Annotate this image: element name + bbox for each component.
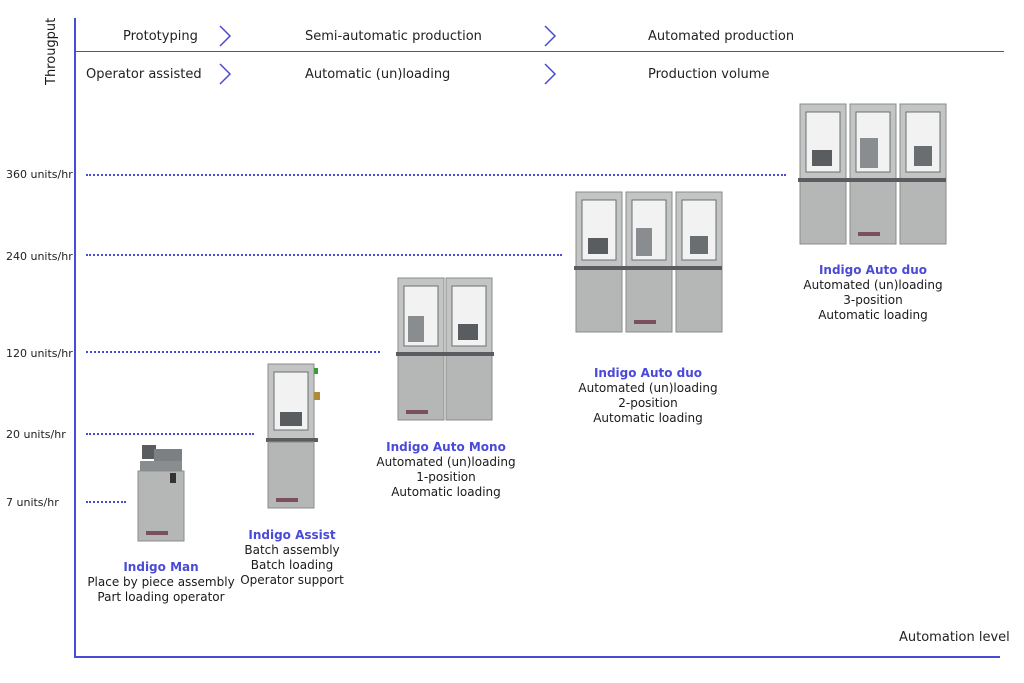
chevron-right-icon: [544, 25, 557, 47]
indigo-auto-duo-2pos-machine-image: [574, 191, 723, 333]
guide-line-7: [86, 501, 126, 503]
guide-line-360: [86, 174, 786, 176]
product-title: Indigo Man: [123, 560, 199, 574]
product-line: Automated (un)loading: [578, 381, 718, 395]
product-line: Place by piece assembly: [87, 575, 235, 589]
stage-automated: Automated production: [648, 29, 795, 44]
chevron-right-icon: [219, 63, 232, 85]
indigo-man-machine-image: [137, 445, 185, 542]
product-line: 1-position: [416, 470, 476, 484]
caption-indigo-assist: Indigo Assist Batch assembly Batch loadi…: [240, 528, 344, 588]
product-line: Batch loading: [250, 558, 334, 572]
tick-360: 360 units/hr: [6, 168, 73, 181]
chevron-right-icon: [219, 25, 232, 47]
guide-line-20: [86, 433, 254, 435]
stage-prototyping: Prototyping: [123, 29, 198, 44]
indigo-assist-machine-image: [266, 363, 320, 509]
mode-automatic-unloading: Automatic (un)loading: [305, 67, 451, 82]
y-axis-title: Througput: [44, 17, 59, 85]
product-line: Batch assembly: [244, 543, 340, 557]
x-axis-title: Automation level: [899, 630, 1010, 645]
mode-production-volume: Production volume: [648, 67, 770, 82]
product-title: Indigo Auto duo: [593, 366, 703, 380]
indigo-auto-mono-machine-image: [396, 277, 494, 421]
product-line: Part loading operator: [97, 590, 225, 604]
guide-line-120: [86, 351, 380, 353]
product-title: Indigo Auto Mono: [386, 440, 506, 454]
x-axis-line: [74, 656, 1000, 658]
header-divider: [76, 51, 1004, 52]
tick-20: 20 units/hr: [6, 428, 66, 441]
product-title: Indigo Assist: [248, 528, 336, 542]
y-axis-line: [74, 18, 76, 658]
product-line: 3-position: [843, 293, 903, 307]
product-title: Indigo Auto duo: [818, 263, 928, 277]
product-line: Automatic loading: [593, 411, 703, 425]
caption-indigo-man: Indigo Man Place by piece assembly Part …: [87, 560, 234, 605]
product-line: 2-position: [618, 396, 678, 410]
product-line: Automatic loading: [391, 485, 501, 499]
caption-indigo-auto-mono: Indigo Auto Mono Automated (un)loading 1…: [376, 440, 515, 500]
product-line: Automated (un)loading: [376, 455, 516, 469]
product-line: Automatic loading: [818, 308, 928, 322]
caption-indigo-auto-duo-3pos: Indigo Auto duo Automated (un)loading 3-…: [803, 263, 942, 323]
chevron-right-icon: [544, 63, 557, 85]
guide-line-240: [86, 254, 562, 256]
caption-indigo-auto-duo-2pos: Indigo Auto duo Automated (un)loading 2-…: [578, 366, 717, 426]
tick-120: 120 units/hr: [6, 347, 73, 360]
product-line: Automated (un)loading: [803, 278, 943, 292]
product-line: Operator support: [240, 573, 344, 587]
indigo-auto-duo-3pos-machine-image: [798, 103, 947, 245]
tick-240: 240 units/hr: [6, 250, 73, 263]
mode-operator-assisted: Operator assisted: [86, 67, 202, 82]
tick-7: 7 units/hr: [6, 496, 59, 509]
stage-semi-automatic: Semi-automatic production: [305, 29, 482, 44]
